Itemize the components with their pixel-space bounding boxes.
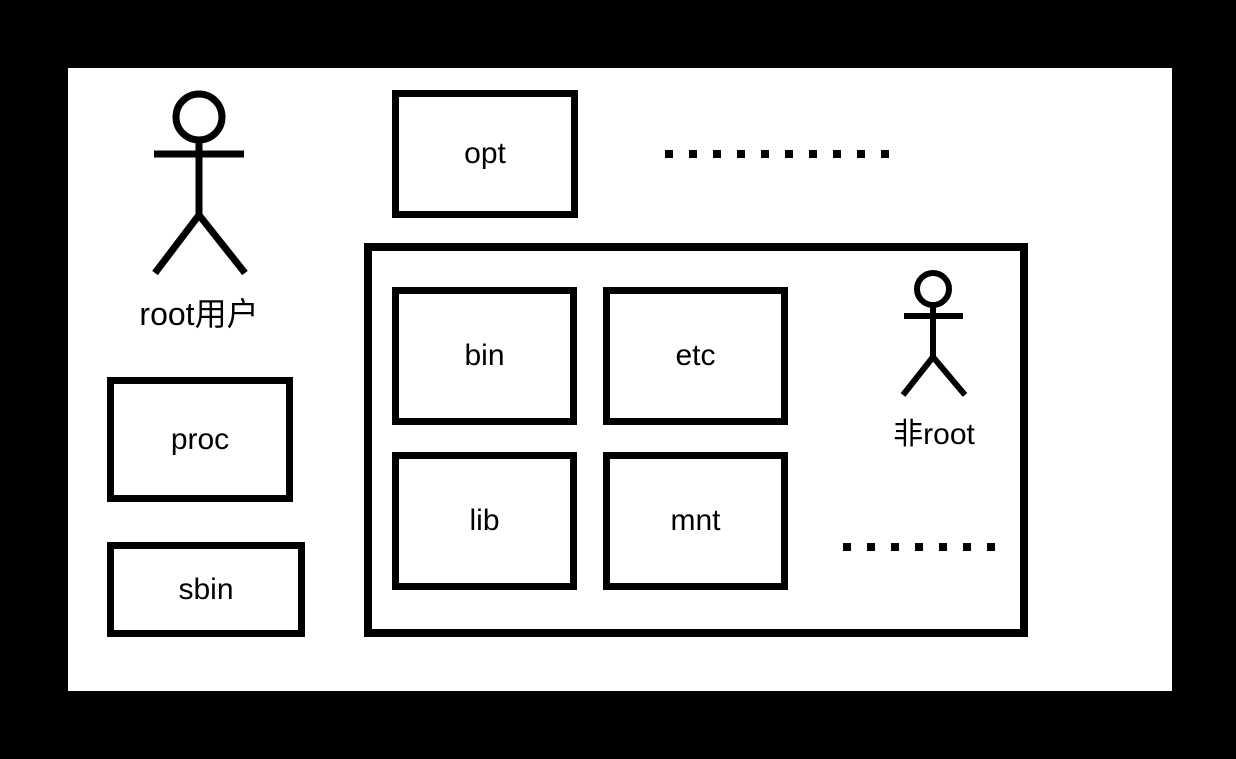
top-ellipsis-dots [665,150,889,158]
dot [915,543,923,551]
sbin-box: sbin [107,542,305,637]
root-user-icon [152,90,248,276]
dot [891,543,899,551]
proc-box: proc [107,377,293,502]
lib-box-label: lib [469,504,500,537]
dot [737,150,745,158]
dot [867,543,875,551]
dot [963,543,971,551]
mnt-box: mnt [603,452,788,590]
bin-box-label: bin [464,339,505,372]
dot [761,150,769,158]
opt-box: opt [392,90,578,218]
etc-box-label: etc [675,339,716,372]
dot [665,150,673,158]
etc-box: etc [603,287,788,425]
dot [785,150,793,158]
dot [809,150,817,158]
dot [833,150,841,158]
dot [713,150,721,158]
dot [689,150,697,158]
dot [881,150,889,158]
non-root-user-label: 非root [893,418,975,451]
sbin-box-label: sbin [178,572,234,606]
dot [857,150,865,158]
root-user-label: root用户 [139,296,259,332]
mnt-box-label: mnt [670,504,721,537]
dot [987,543,995,551]
bottom-ellipsis-dots [843,543,995,551]
non-root-container-box: bin etc lib mnt 非root [364,243,1028,637]
diagram-panel: root用户 opt proc sbin bin etc lib [68,68,1172,691]
lib-box: lib [392,452,577,590]
dot [843,543,851,551]
opt-box-label: opt [464,137,506,170]
proc-box-label: proc [170,422,230,456]
non-root-user-icon [900,270,968,397]
dot [939,543,947,551]
bin-box: bin [392,287,577,425]
